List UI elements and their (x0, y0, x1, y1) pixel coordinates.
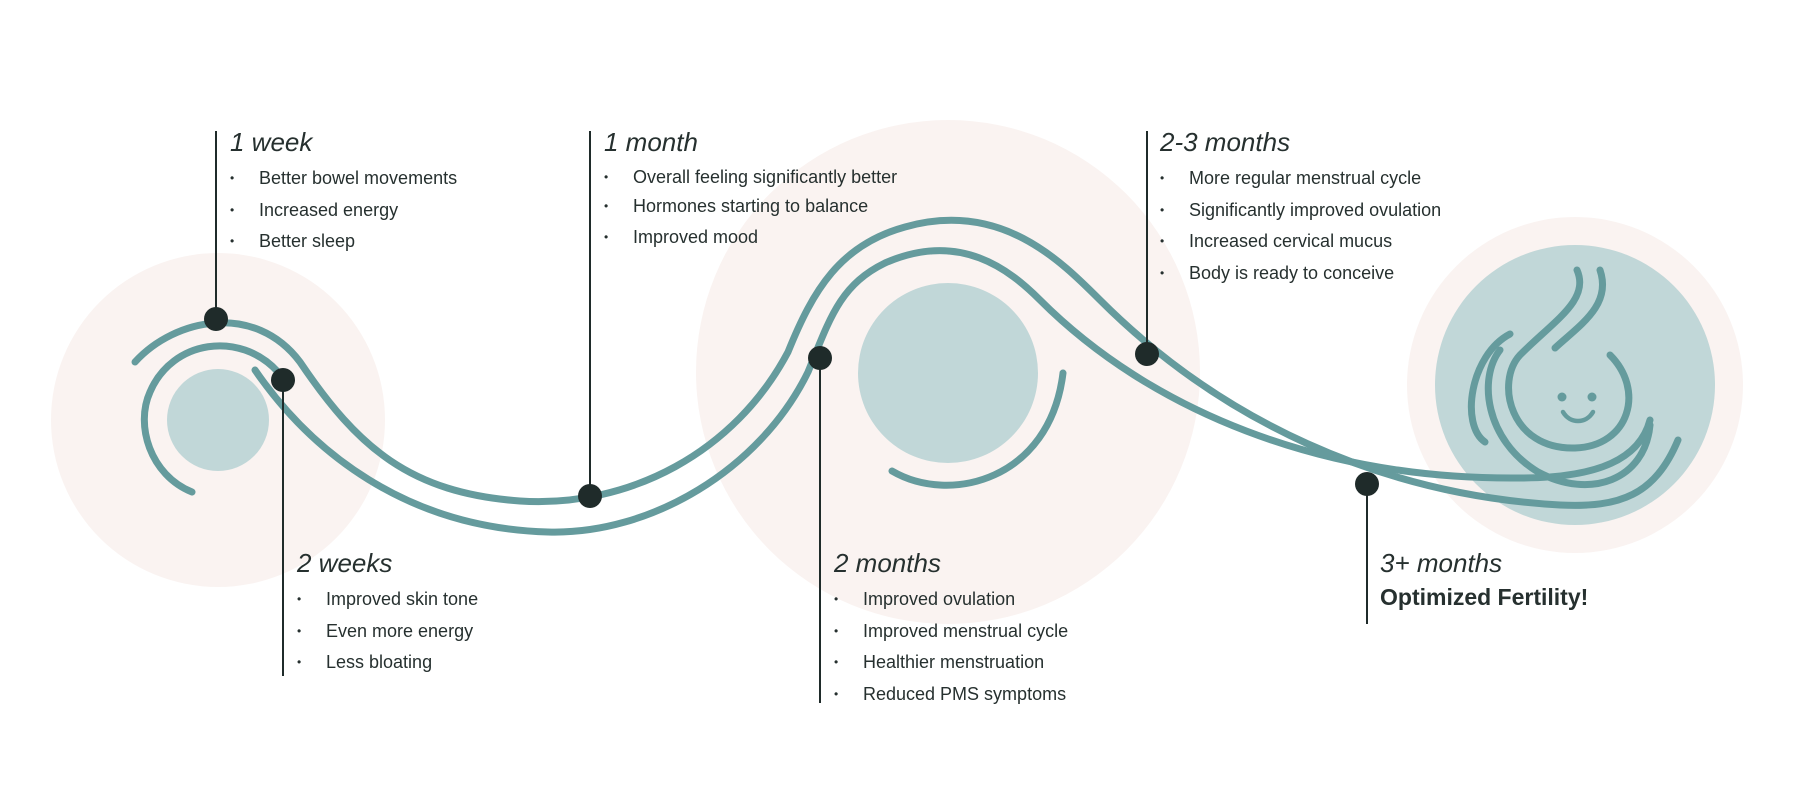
list-item: Overall feeling significantly better (604, 163, 897, 192)
list-item: More regular menstrual cycle (1160, 163, 1441, 195)
list-item: Significantly improved ovulation (1160, 195, 1441, 227)
milestone-list: Better bowel movements Increased energy … (230, 163, 457, 258)
milestone-dot-1-month (578, 484, 602, 508)
list-item: Increased energy (230, 195, 457, 227)
decorative-arc-middle (888, 369, 1067, 489)
list-item: Better bowel movements (230, 163, 457, 195)
milestone-title: 3+ months (1380, 548, 1503, 578)
milestone-dot-2-weeks (271, 368, 295, 392)
list-item: Body is ready to conceive (1160, 258, 1441, 290)
milestone-3-months: 3+ months Optimized Fertility! (1380, 548, 1588, 611)
list-item: Less bloating (297, 647, 478, 679)
list-item: Increased cervical mucus (1160, 226, 1441, 258)
milestone-dot-2-months (808, 346, 832, 370)
milestone-title: 1 month (604, 127, 698, 157)
milestone-title: 2 months (834, 548, 941, 578)
milestone-2-weeks: 2 weeks Improved skin tone Even more ene… (297, 548, 478, 679)
milestone-title: 2 weeks (297, 548, 393, 578)
milestone-1-week: 1 week Better bowel movements Increased … (230, 127, 457, 258)
winding-path-outer (131, 216, 1682, 509)
milestone-2-months: 2 months Improved ovulation Improved men… (834, 548, 1068, 710)
list-item: Reduced PMS symptoms (834, 679, 1068, 711)
list-item: Improved mood (604, 221, 897, 253)
list-item: Improved skin tone (297, 584, 478, 616)
winding-path-inner (251, 247, 1654, 536)
milestone-list: More regular menstrual cycle Significant… (1160, 163, 1441, 289)
list-item: Healthier menstruation (834, 647, 1068, 679)
list-item: Better sleep (230, 226, 457, 258)
milestone-title: 1 week (230, 127, 313, 157)
milestone-1-month: 1 month Overall feeling significantly be… (604, 127, 897, 253)
milestone-list: Improved ovulation Improved menstrual cy… (834, 584, 1068, 710)
list-item: Improved menstrual cycle (834, 616, 1068, 648)
teal-circle-medium (858, 283, 1038, 463)
milestone-dot-2-3-months (1135, 342, 1159, 366)
milestone-subtitle: Optimized Fertility! (1380, 584, 1589, 610)
milestone-list: Improved skin tone Even more energy Less… (297, 584, 478, 679)
teal-circle-large (1435, 245, 1715, 525)
teal-circle-small (167, 369, 269, 471)
milestone-dot-3-months (1355, 472, 1379, 496)
milestone-title: 2-3 months (1160, 127, 1291, 157)
decorative-arc-left (140, 342, 282, 496)
list-item: Improved ovulation (834, 584, 1068, 616)
list-item: Even more energy (297, 616, 478, 648)
milestone-dot-1-week (204, 307, 228, 331)
milestone-list: Overall feeling significantly better Hor… (604, 163, 897, 253)
list-item: Hormones starting to balance (604, 192, 897, 221)
milestone-2-3-months: 2-3 months More regular menstrual cycle … (1160, 127, 1441, 289)
smiling-drop-icon (1467, 266, 1654, 489)
